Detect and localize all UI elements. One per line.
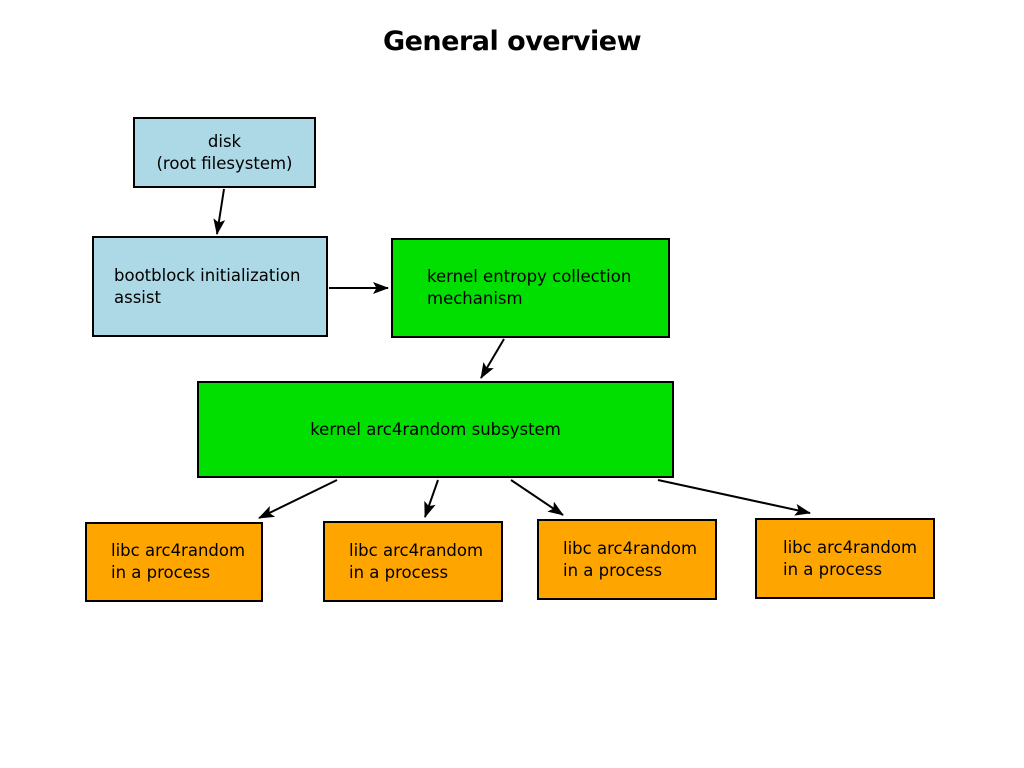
node-libc3-label-line2: in a process — [563, 560, 663, 580]
node-libc-process-1: libc arc4random in a process — [85, 522, 263, 602]
node-bootblock-label-line1: bootblock initialization — [114, 265, 301, 285]
node-disk-label-line2: (root filesystem) — [156, 153, 293, 173]
arrow-subsystem-to-libc4 — [657, 479, 811, 516]
node-libc2-label-line2: in a process — [349, 562, 449, 582]
node-libc1-label-line2: in a process — [111, 563, 211, 582]
node-libc4-label-line2: in a process — [783, 559, 883, 579]
node-libc3-label-line1: libc arc4random — [563, 538, 698, 558]
node-libc-process-2: libc arc4random in a process — [323, 521, 503, 602]
node-libc4-label-line1: libc arc4random — [783, 537, 918, 557]
arrow-subsystem-to-libc2 — [424, 479, 439, 518]
arrow-subsystem-to-libc1 — [258, 479, 338, 519]
node-libc-process-4: libc arc4random in a process — [755, 518, 935, 599]
node-libc1-label-line1: libc arc4random — [111, 541, 246, 560]
node-kernel-arc4random-subsystem: kernel arc4random subsystem — [197, 381, 674, 478]
arrow-subsystem-to-libc3 — [510, 479, 564, 516]
node-bootblock-label-line2: assist — [114, 287, 161, 307]
node-disk: disk (root filesystem) — [133, 117, 316, 188]
node-subsystem-label: kernel arc4random subsystem — [310, 419, 561, 439]
node-libc-process-3: libc arc4random in a process — [537, 519, 717, 600]
node-libc2-label-line1: libc arc4random — [349, 540, 484, 560]
node-kernel-entropy-collection: kernel entropy collection mechanism — [391, 238, 670, 338]
arrow-disk-to-bootblock — [213, 188, 226, 235]
arrow-entropy-to-subsystem — [480, 338, 505, 379]
node-entropy-label-line2: mechanism — [427, 289, 523, 308]
node-entropy-label-line1: kernel entropy collection — [427, 267, 632, 286]
page-title: General overview — [382, 26, 642, 57]
node-disk-label-line1: disk — [207, 131, 242, 151]
node-bootblock-init-assist: bootblock initialization assist — [92, 236, 328, 337]
